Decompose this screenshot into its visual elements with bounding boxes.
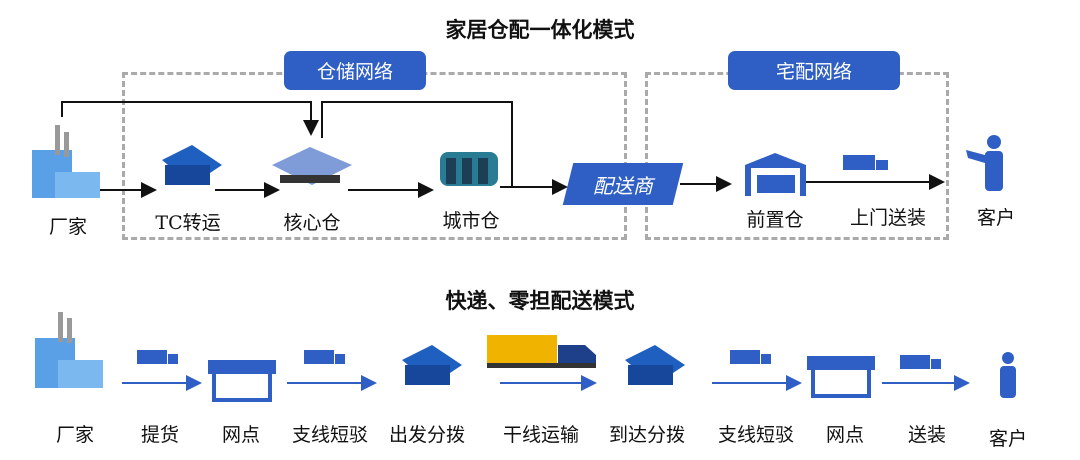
truck-icon — [900, 355, 930, 369]
customer-person-icon — [966, 135, 1003, 191]
bottom-title: 快递、零担配送模式 — [445, 288, 635, 313]
step-label: 送装 — [907, 424, 947, 446]
step-label: 到达分拨 — [608, 424, 686, 446]
factory-icon-2 — [35, 312, 103, 388]
node-label: 核心仓 — [283, 212, 341, 234]
sorting-center-icon — [402, 345, 462, 385]
truck-icon — [304, 350, 334, 364]
node-label: 客户 — [976, 207, 1016, 229]
step-label: 干线运输 — [502, 424, 580, 446]
store-icon — [208, 360, 276, 402]
truck-icon — [137, 350, 167, 364]
customer-person-icon — [1000, 352, 1016, 398]
city-warehouse-icon — [440, 152, 498, 186]
node-label: TC转运 — [155, 212, 221, 234]
semi-truck-icon — [487, 335, 596, 368]
node-label: 上门送装 — [849, 207, 927, 229]
sorting-center-icon — [625, 345, 685, 385]
step-label: 客户 — [988, 428, 1028, 450]
truck-icon — [843, 155, 888, 170]
storage-network-label: 仓储网络 — [284, 51, 426, 90]
step-label: 网点 — [221, 424, 261, 446]
store-icon — [807, 356, 875, 398]
factory-icon — [32, 125, 100, 198]
top-title: 家居仓配一体化模式 — [445, 17, 635, 42]
front-warehouse-icon — [745, 153, 806, 196]
step-label: 支线短驳 — [291, 424, 369, 446]
distributor-box: 配送商 — [562, 163, 684, 205]
step-label: 提货 — [140, 424, 180, 446]
node-label: 厂家 — [48, 216, 88, 238]
node-label: 城市仓 — [442, 210, 500, 232]
step-label: 出发分拨 — [388, 424, 466, 446]
step-label: 网点 — [825, 424, 865, 446]
distributor-label: 配送商 — [593, 173, 653, 198]
delivery-network-label: 宅配网络 — [728, 51, 900, 90]
truck-icon — [730, 350, 760, 364]
node-label: 前置仓 — [746, 209, 804, 231]
core-warehouse-icon — [272, 147, 352, 185]
step-label: 厂家 — [55, 424, 95, 446]
step-label: 支线短驳 — [717, 424, 795, 446]
tc-warehouse-icon — [162, 145, 222, 185]
